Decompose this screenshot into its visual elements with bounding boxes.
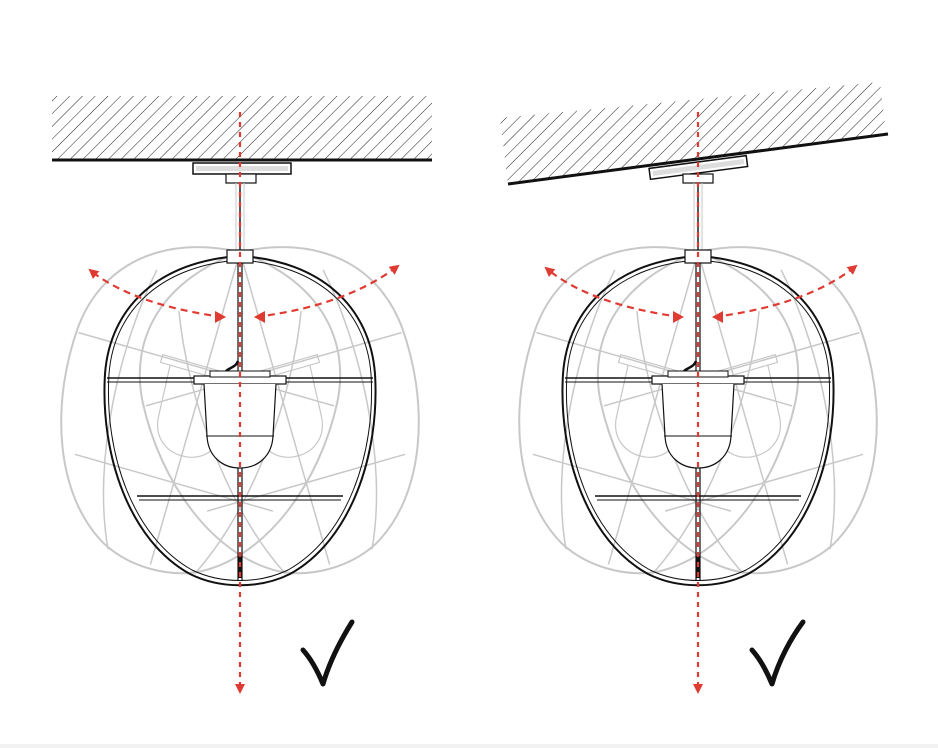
ceiling-right [500, 82, 886, 184]
swing-arrow-icon [255, 264, 400, 319]
swing-arrowhead-left-in-r [254, 311, 265, 323]
swing-arrow-icon [88, 268, 224, 319]
swing-arrowhead-left-in-l [215, 311, 226, 323]
ceiling-left [52, 96, 432, 160]
bottom-strip [0, 744, 938, 748]
right-panel [475, 82, 921, 694]
ceiling-line-right [507, 132, 889, 186]
check-mark-icon [749, 619, 806, 687]
left-panel [17, 96, 463, 694]
swing-arrow-icon [544, 266, 682, 319]
check-mark-icon [300, 619, 355, 687]
swing-arrowhead-right-in-l [673, 311, 684, 323]
canopy-left [192, 162, 292, 184]
swing-arrowhead-right-in-r [712, 311, 723, 323]
swing-arrow-icon [713, 264, 858, 319]
